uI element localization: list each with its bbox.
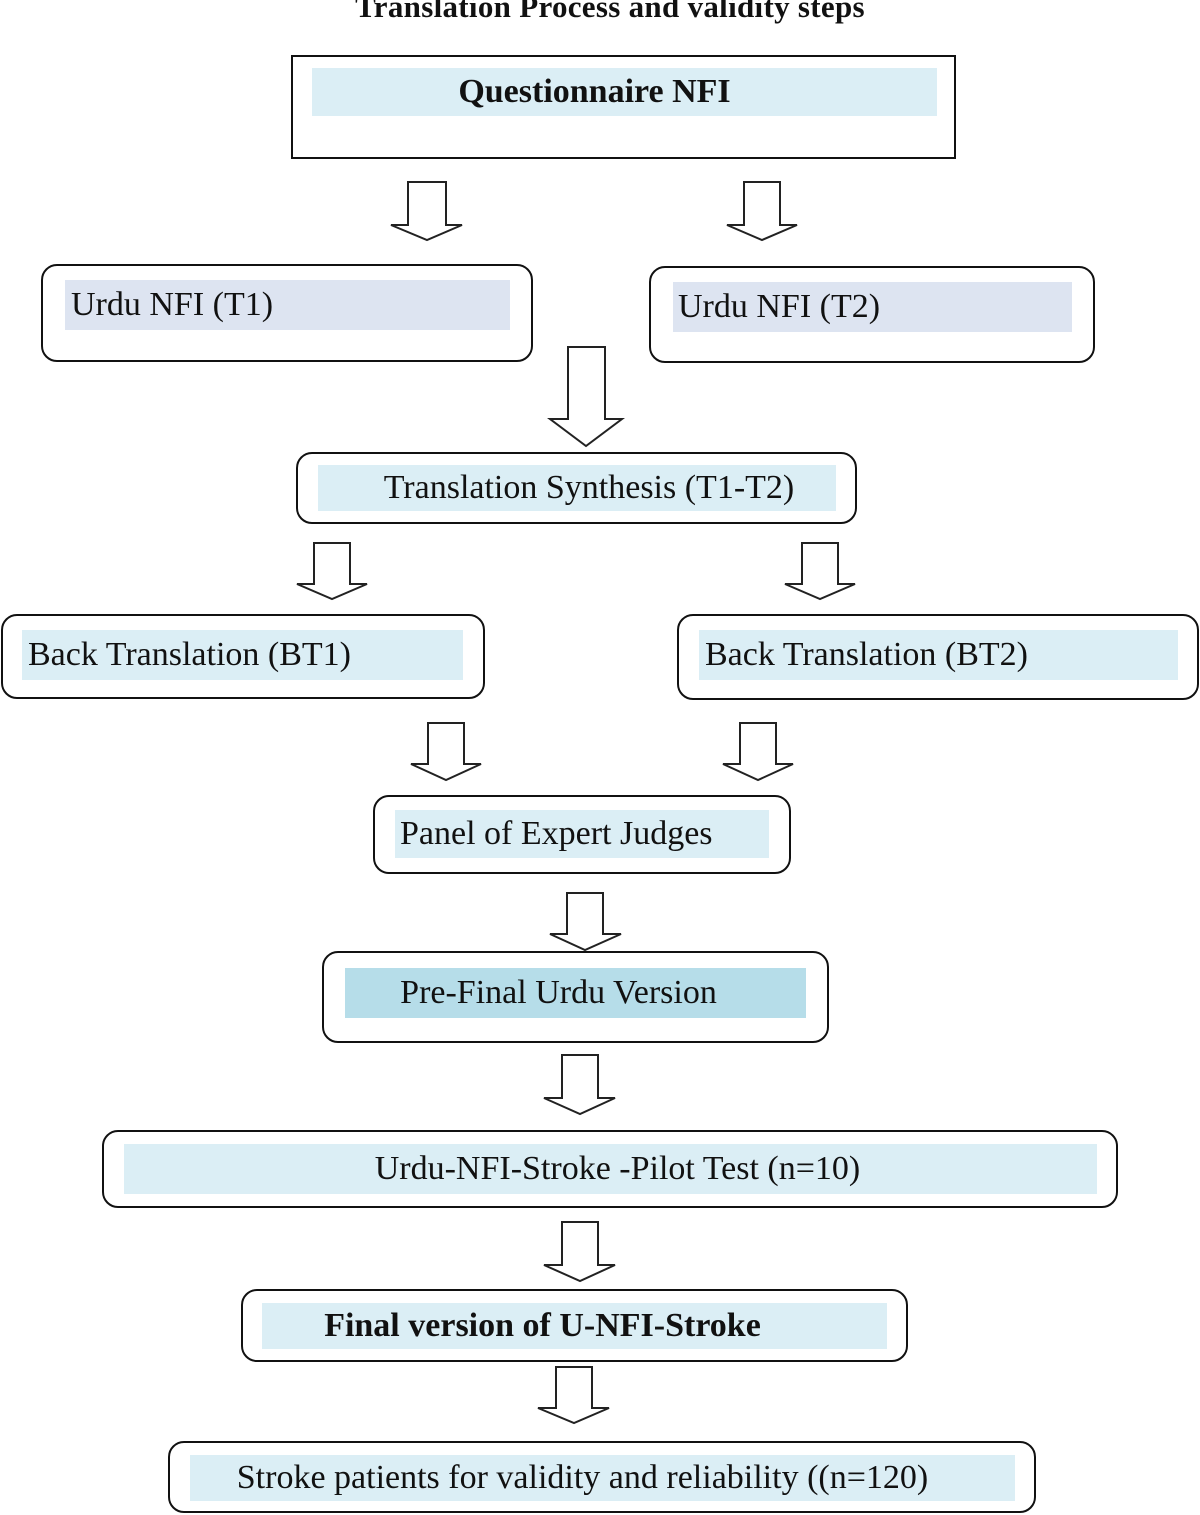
urdu-t2-label: Urdu NFI (T2) [673,282,1072,332]
arrow-questionnaire-to-t2 [726,181,798,242]
stroke-patients-label: Stroke patients for validity and reliabi… [190,1455,1015,1501]
arrow-prefinal-to-pilot [543,1054,616,1116]
arrow-final-to-patients [537,1366,610,1425]
arrow-synthesis-to-bt2 [784,542,856,601]
back-translation-bt1-label: Back Translation (BT1) [22,630,463,680]
panel-of-expert-judges-label: Panel of Expert Judges [395,810,769,858]
questionnaire-label: Questionnaire NFI [312,68,937,116]
arrow-pilot-to-final [543,1221,616,1283]
arrow-synthesis-to-bt1 [296,542,368,601]
final-version-label: Final version of U-NFI-Stroke [262,1303,887,1349]
pilot-test-label: Urdu-NFI-Stroke -Pilot Test (n=10) [124,1144,1097,1194]
arrow-panel-to-prefinal [549,892,622,952]
arrow-questionnaire-to-t1 [390,181,463,242]
pre-final-urdu-version-label: Pre-Final Urdu Version [345,968,806,1018]
arrow-bt2-to-panel [722,722,794,782]
translation-synthesis-label: Translation Synthesis (T1-T2) [318,465,836,511]
diagram-title: Translation Process and validity steps [355,0,865,24]
arrow-bt1-to-panel [410,722,482,782]
back-translation-bt2-label: Back Translation (BT2) [699,630,1178,680]
urdu-t1-label: Urdu NFI (T1) [65,280,510,330]
arrow-t1-to-synthesis [547,346,625,448]
